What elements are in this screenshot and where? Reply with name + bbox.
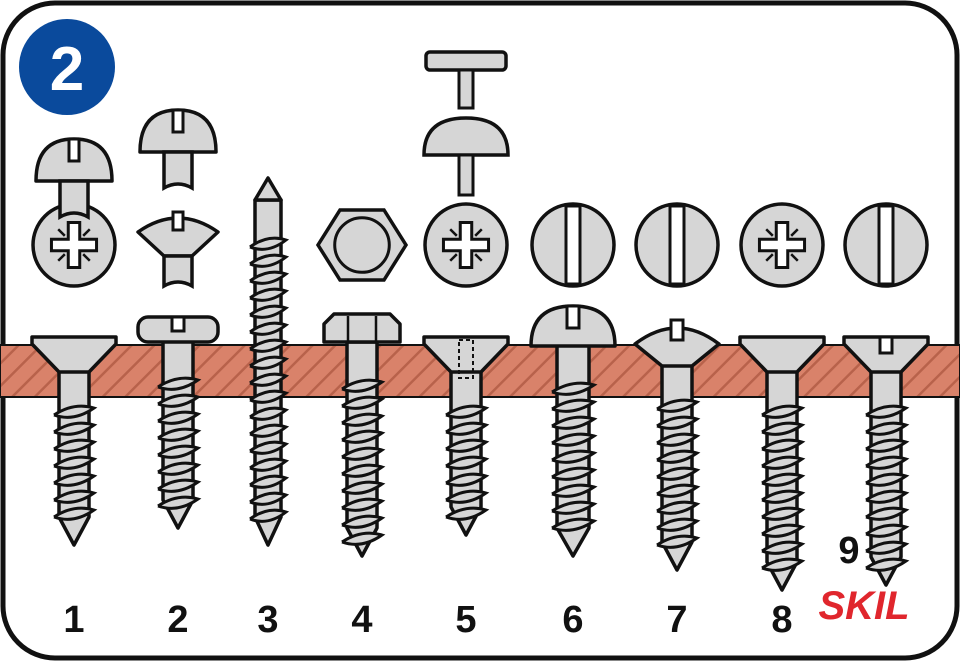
head-slot — [565, 304, 581, 330]
screw-5 — [422, 50, 510, 537]
screw-4 — [315, 208, 409, 558]
step-badge: 2 — [19, 19, 115, 115]
screw-label-5: 5 — [455, 599, 476, 641]
head-slot — [669, 318, 685, 342]
slot-recess — [668, 204, 686, 286]
raised-countersunk-head — [633, 326, 721, 368]
head-slot — [170, 315, 186, 333]
screw-stub — [58, 179, 90, 221]
pozidriv-recess — [757, 220, 807, 270]
screw-1 — [30, 137, 118, 547]
screw-2 — [136, 108, 220, 530]
screw-threads — [761, 404, 806, 572]
screw-label-4: 4 — [351, 599, 372, 641]
screw-label-2: 2 — [167, 599, 188, 641]
screw-stub — [457, 153, 475, 197]
slot-recess — [877, 204, 895, 286]
screw-label-6: 6 — [562, 599, 583, 641]
screw-threads — [249, 236, 290, 523]
screw-label-1: 1 — [63, 599, 84, 641]
screw-threads — [53, 404, 98, 521]
screw-labels: 1 2 3 4 5 6 7 8 9 — [63, 530, 859, 641]
raised-countersunk-head-side — [136, 216, 220, 258]
dome-head-side — [422, 116, 510, 157]
screw-6 — [529, 202, 617, 558]
screw-threads — [157, 376, 202, 510]
screw-9 — [842, 202, 930, 587]
step-badge-label: 2 — [50, 35, 84, 104]
pozidriv-recess — [441, 220, 491, 270]
screw-7 — [633, 202, 721, 572]
screw-stub — [457, 68, 475, 110]
flat-t-head-side — [424, 50, 508, 72]
screw-threads — [445, 404, 490, 521]
head-slot — [67, 137, 81, 163]
hidden-recess — [458, 339, 474, 379]
hex-head — [322, 312, 402, 344]
screw-8 — [738, 202, 826, 592]
head-slot — [171, 108, 185, 134]
countersunk-head — [30, 335, 118, 374]
screw-threads — [865, 404, 910, 572]
slot-recess — [564, 204, 582, 286]
countersunk-head — [422, 335, 510, 374]
screw-label-7: 7 — [666, 599, 687, 641]
screw-threads — [341, 378, 386, 546]
screw-label-8: 8 — [771, 599, 792, 641]
countersunk-head — [738, 335, 826, 374]
screw-3 — [249, 176, 290, 547]
head-slot — [878, 335, 894, 355]
screw-label-9: 9 — [838, 530, 859, 572]
screw-row — [30, 50, 930, 592]
top-point — [253, 176, 283, 202]
screw-threads — [551, 381, 598, 532]
skil-logo: SKIL — [818, 584, 909, 628]
pozidriv-recess — [49, 220, 99, 270]
screw-threads — [656, 398, 701, 549]
screw-stub — [162, 150, 194, 192]
head-slot — [171, 210, 185, 232]
screw-label-3: 3 — [257, 599, 278, 641]
screw-stub — [162, 254, 194, 290]
